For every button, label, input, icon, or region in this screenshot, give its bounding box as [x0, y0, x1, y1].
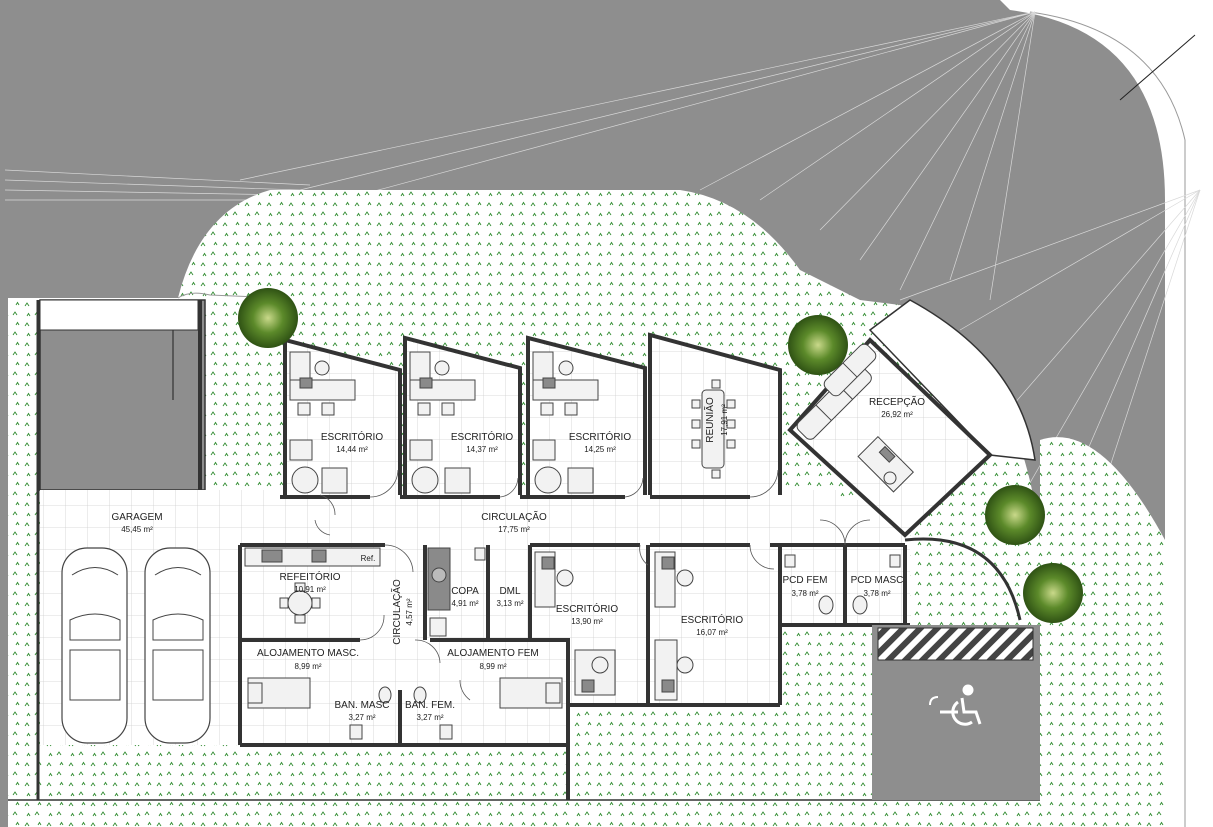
room-refeitorio-area: 10,91 m²: [294, 585, 326, 594]
room-alojamento-fem-name: ALOJAMENTO FEM: [447, 648, 539, 659]
room-circulacao-2-area: 4,57 m²: [405, 598, 414, 625]
room-escritorio-5-area: 16,07 m²: [696, 628, 728, 637]
room-recepcao-area: 26,92 m²: [881, 410, 913, 419]
room-pcd-masc-name: PCD MASC: [851, 575, 904, 586]
doors: [314, 469, 871, 701]
road-corner: [1000, 0, 1213, 827]
room-escritorio-3-name: ESCRITÓRIO: [569, 430, 631, 443]
garage-storage: [39, 299, 206, 491]
room-dml-area: 3,13 m²: [496, 599, 523, 608]
room-pcd-masc-area: 3,78 m²: [863, 589, 890, 598]
room-dml-name: DML: [499, 586, 521, 597]
road-curve: [1029, 11, 1186, 827]
room-escritorio-2-name: ESCRITÓRIO: [451, 430, 513, 443]
room-copa-name: COPA: [451, 586, 479, 597]
room-ban-masc-name: BAN. MASC: [334, 700, 389, 711]
room-garagem-area: 45,45 m²: [121, 525, 153, 534]
room-labels: ESCRITÓRIO 14,44 m² ESCRITÓRIO 14,37 m² …: [111, 395, 925, 722]
room-reuniao-area: 17,91 m²: [720, 404, 729, 436]
room-escritorio-4-name: ESCRITÓRIO: [556, 602, 618, 615]
room-escritorio-5-name: ESCRITÓRIO: [681, 613, 743, 626]
room-ban-fem-area: 3,27 m²: [416, 713, 443, 722]
office-furniture: [244, 343, 914, 740]
room-recepcao-name: RECEPÇÃO: [869, 395, 925, 408]
road-lines: [4, 11, 1201, 621]
car-icon: [144, 547, 211, 744]
tree-icon: [238, 288, 1083, 623]
room-refeitorio-name: REFEITÓRIO: [279, 570, 340, 583]
room-escritorio-1-area: 14,44 m²: [336, 445, 368, 454]
room-alojamento-masc-area: 8,99 m²: [294, 662, 321, 671]
room-escritorio-2-area: 14,37 m²: [466, 445, 498, 454]
room-circulacao-area: 17,75 m²: [498, 525, 530, 534]
fridge-label: Ref.: [361, 554, 376, 563]
room-copa-area: 4,91 m²: [451, 599, 478, 608]
room-escritorio-1-name: ESCRITÓRIO: [321, 430, 383, 443]
room-ban-fem-name: BAN. FEM.: [405, 700, 455, 711]
hatched-stripe: [877, 627, 1034, 661]
room-garagem-name: GARAGEM: [111, 512, 162, 523]
room-reuniao-name: REUNIÃO: [703, 397, 716, 443]
room-circulacao-2-name: CIRCULAÇÃO: [390, 579, 403, 645]
room-pcd-fem-name: PCD FEM: [783, 575, 828, 586]
accessibility-icon: [940, 684, 982, 726]
room-ban-masc-area: 3,27 m²: [348, 713, 375, 722]
room-alojamento-fem-area: 8,99 m²: [479, 662, 506, 671]
room-escritorio-3-area: 14,25 m²: [584, 445, 616, 454]
room-alojamento-masc-name: ALOJAMENTO MASC.: [257, 648, 359, 659]
reception-canopy: [868, 299, 1036, 461]
room-pcd-fem-area: 3,78 m²: [791, 589, 818, 598]
room-circulacao-name: CIRCULAÇÃO: [481, 510, 547, 523]
car-icon: [61, 547, 128, 744]
room-escritorio-4-area: 13,90 m²: [571, 617, 603, 626]
